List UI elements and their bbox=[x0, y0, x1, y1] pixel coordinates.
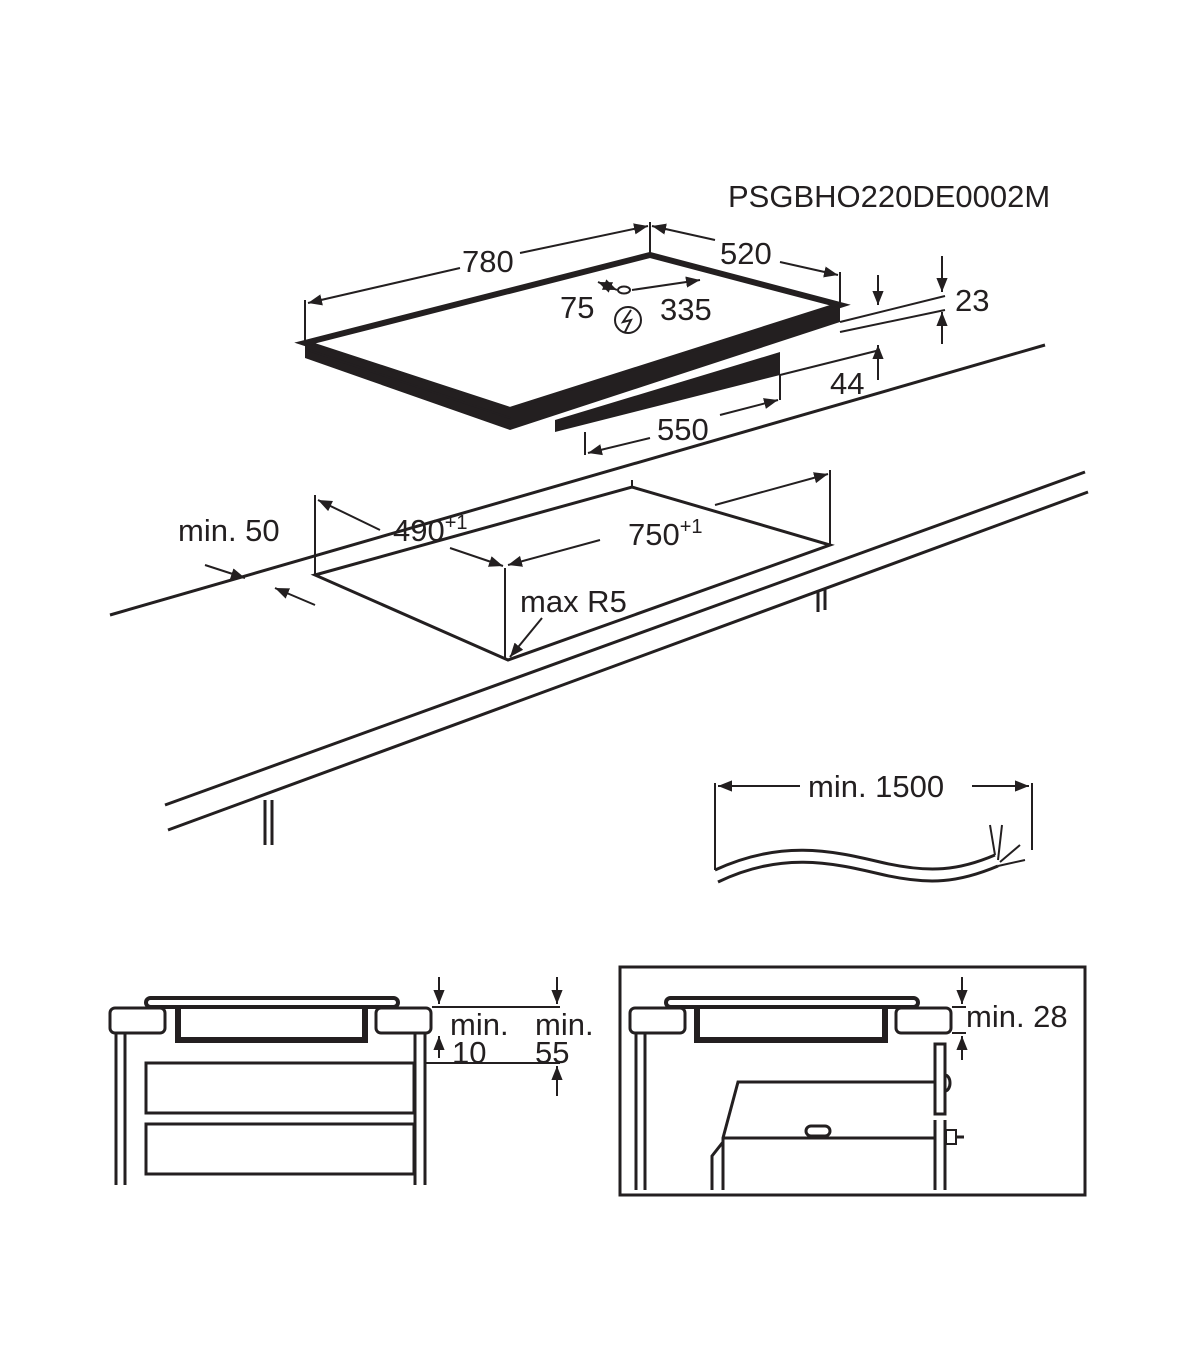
drawer-gap-55: 55 bbox=[535, 1035, 569, 1070]
drawer-min-label-a: min. bbox=[450, 1007, 509, 1042]
offset-75: 75 bbox=[560, 290, 594, 325]
cutout-depth: 490+1 bbox=[393, 512, 468, 548]
width-550: 550 bbox=[657, 412, 709, 447]
height-44: 44 bbox=[830, 366, 864, 401]
drawer-gap-10: 10 bbox=[452, 1035, 486, 1070]
oven-min-gap: min. 28 bbox=[966, 999, 1068, 1034]
oven-installation-drawing bbox=[618, 965, 1087, 1197]
cable-drawing bbox=[714, 780, 1033, 884]
hob-drawing bbox=[294, 251, 851, 432]
thickness-23: 23 bbox=[955, 283, 989, 318]
corner-radius: max R5 bbox=[520, 584, 627, 619]
electrical-hazard-icon bbox=[614, 306, 642, 334]
offset-335: 335 bbox=[660, 292, 712, 327]
min-edge-distance: min. 50 bbox=[178, 513, 280, 548]
hob-dimension-lines bbox=[304, 222, 948, 456]
drawer-min-label-b: min. bbox=[535, 1007, 594, 1042]
worktop-drawing bbox=[109, 343, 1089, 845]
drawer-installation-drawing bbox=[108, 977, 563, 1185]
depth-520: 520 bbox=[720, 236, 772, 271]
model-code: PSGBHO220DE0002M bbox=[728, 179, 1050, 214]
cutout-width: 750+1 bbox=[628, 516, 703, 552]
cutout-dimension-lines bbox=[204, 472, 829, 658]
cable-min-length: min. 1500 bbox=[808, 769, 944, 804]
width-780: 780 bbox=[462, 244, 514, 279]
